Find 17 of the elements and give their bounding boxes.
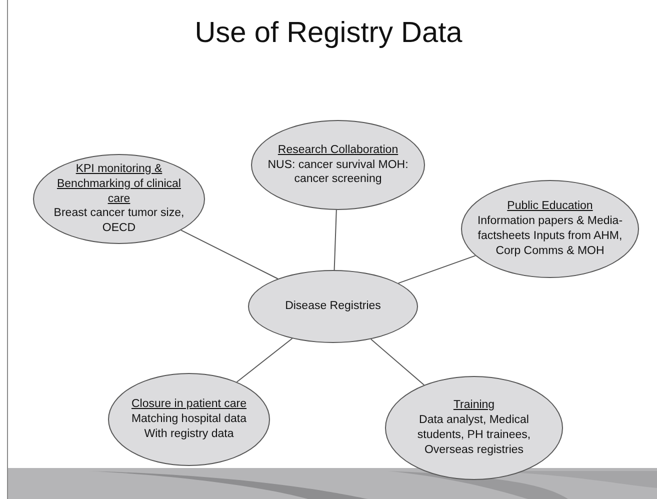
ellipse-text: Data analyst, Medical students, PH trainees, Overseas registries — [416, 413, 532, 458]
ellipse-heading: Public Education — [507, 199, 593, 214]
ellipse-text: Matching hospital data With registry data — [130, 412, 248, 442]
ellipse-heading: Research Collaboration — [278, 142, 398, 158]
connector-line — [236, 338, 293, 382]
ellipse-heading: Training — [453, 398, 495, 414]
connector-line — [180, 230, 278, 280]
ellipse-heading: Closure in patient care — [131, 397, 247, 412]
ellipse-text: NUS: cancer survival MOH: cancer screening — [266, 158, 410, 188]
connector-line — [334, 210, 337, 270]
connector-line — [370, 338, 425, 386]
connector-line — [398, 255, 476, 284]
ellipse-text: Breast cancer tumor size, OECD — [52, 206, 186, 236]
slide-title: Use of Registry Data — [194, 17, 464, 50]
ellipse-text: Information papers & Media-factsheets Inputs from AHM, Corp Comms & MOH — [476, 214, 624, 259]
ellipse-text: Disease Registries — [285, 299, 381, 314]
ellipse-heading: KPI monitoring & Benchmarking of clinical care — [56, 162, 182, 206]
